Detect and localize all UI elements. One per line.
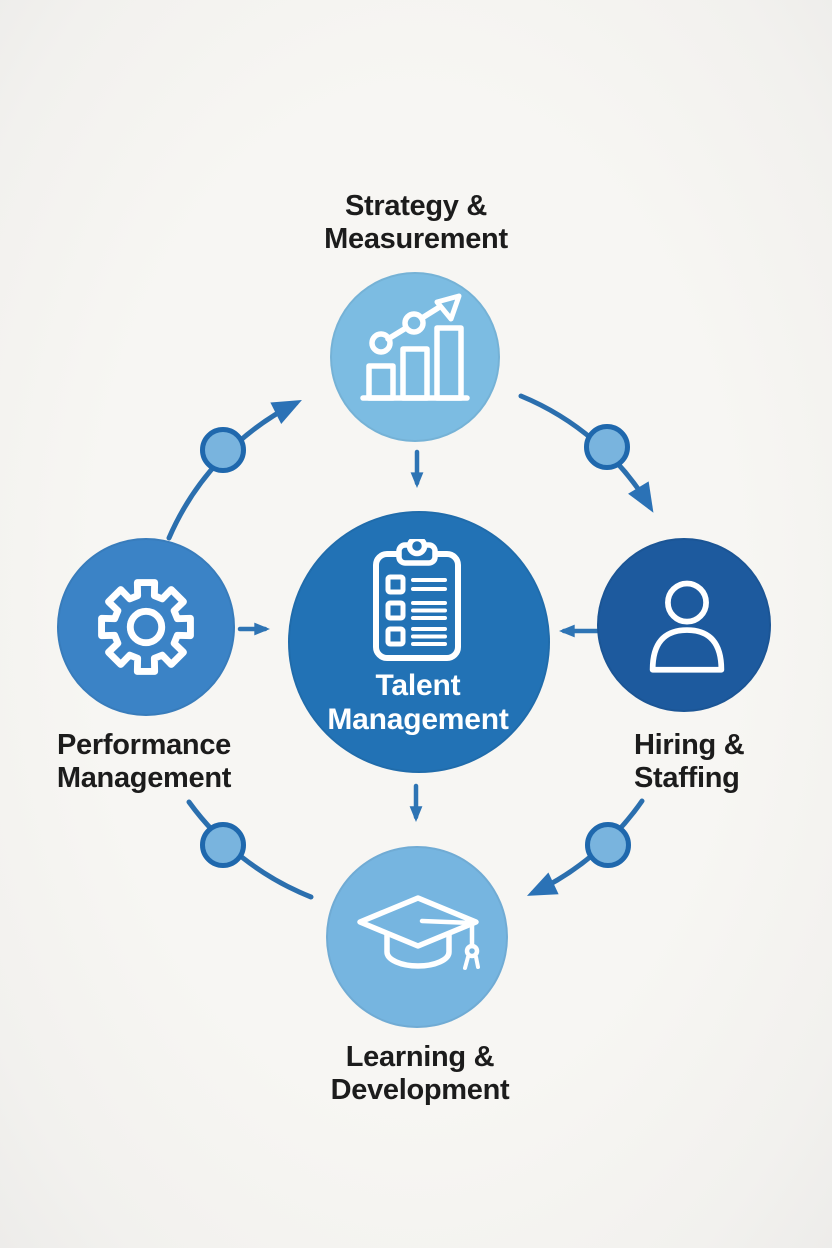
hiring-circle [597,538,771,712]
gear-icon [87,568,205,686]
hiring-label: Hiring & Staffing [634,729,745,795]
performance-label-line2: Management [56,762,232,794]
hiring-label-line1: Hiring & [634,729,745,761]
learning-circle [326,846,508,1028]
growth-chart-icon [355,292,475,404]
talent-management-label-line1: Talent [375,669,461,702]
arc-node-top-left [200,427,246,473]
strategy-label: Strategy & Measurement [324,190,508,256]
arc-performance-to-learning [186,799,314,900]
arc-node-top-right [584,424,630,470]
learning-label: Learning & Development [331,1041,510,1107]
performance-circle [57,538,235,716]
talent-management-label: Talent Management [327,669,509,737]
talent-management-label-line2: Management [327,703,509,736]
learning-label-line1: Learning & [345,1041,495,1073]
clipboard-checklist-icon [371,539,463,663]
performance-label: Performance Management [56,729,232,795]
arc-node-bottom-left [200,822,246,868]
person-icon [645,578,729,676]
learning-label-line2: Development [330,1074,510,1106]
performance-label-line1: Performance [56,729,231,761]
strategy-circle [330,272,500,442]
strategy-label-line1: Strategy & [344,190,488,222]
hiring-label-line2: Staffing [634,762,740,794]
strategy-label-line2: Measurement [324,223,508,255]
arc-node-bottom-right [585,822,631,868]
graduation-cap-icon [342,886,494,990]
